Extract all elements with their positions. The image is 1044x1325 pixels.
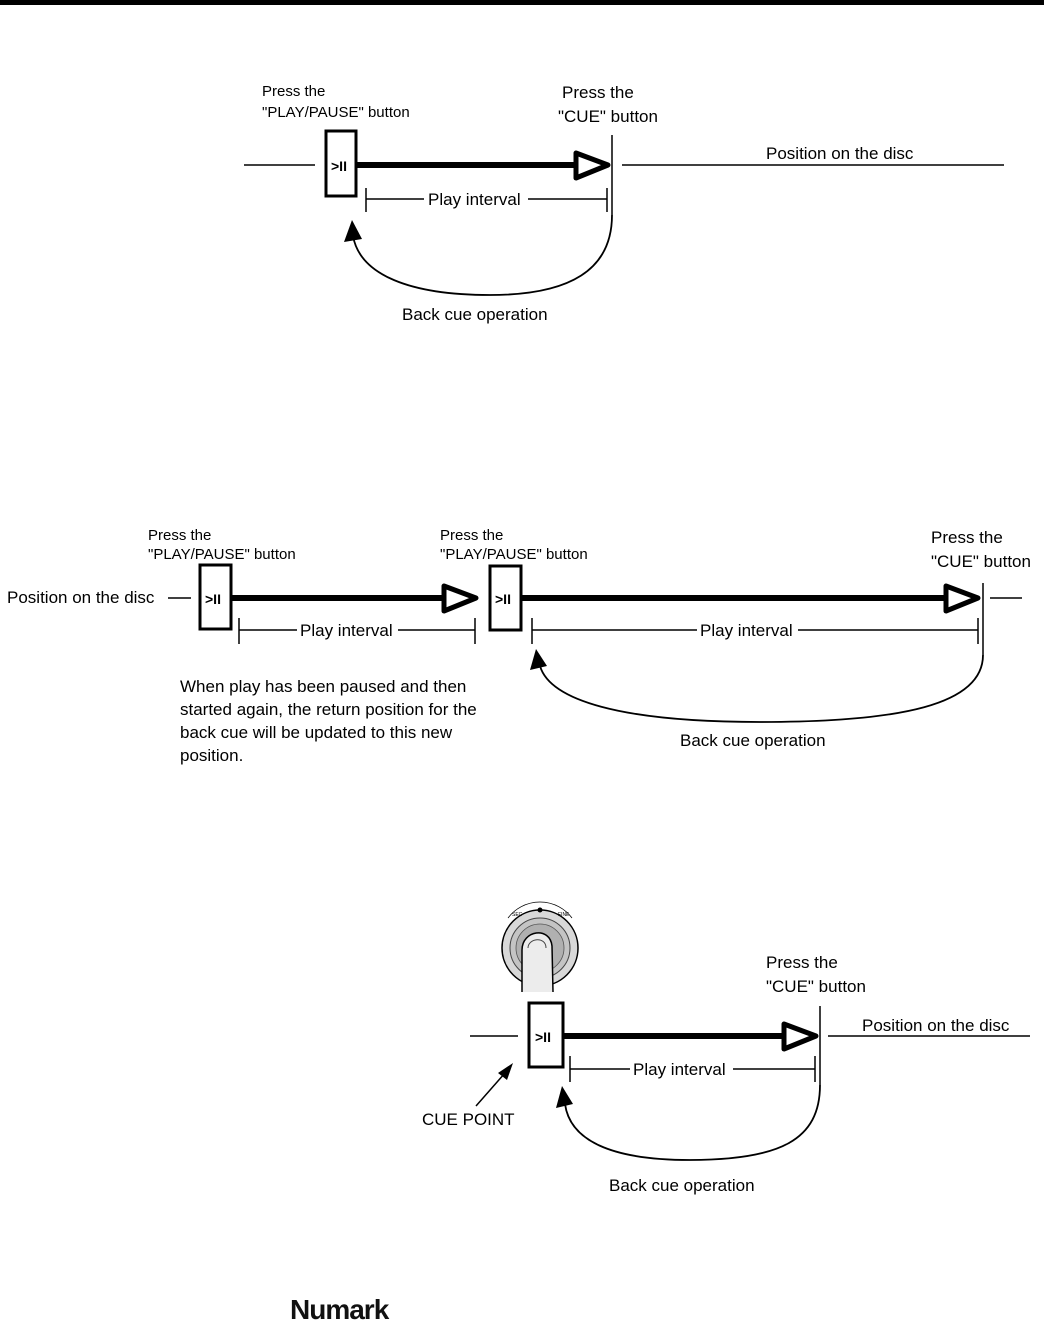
play1-label-line2: "PLAY/PAUSE" button — [148, 546, 296, 563]
play-pause-button-icon — [527, 1001, 565, 1069]
play2-label-line1: Press the — [440, 527, 503, 544]
back-cue-arrow-icon — [530, 649, 547, 670]
cue-label-line1: Press the — [766, 953, 838, 972]
cue-label-line1: Press the — [562, 83, 634, 102]
cue-point-arrow-icon — [498, 1063, 513, 1080]
back-cue-arc — [539, 654, 984, 723]
play-arrow-2-icon — [943, 583, 981, 614]
position-label: Position on the disc — [7, 588, 155, 607]
interval1-label: Play interval — [300, 621, 393, 640]
back-cue-label: Back cue operation — [680, 731, 826, 750]
note-line-2: started again, the return position for t… — [180, 700, 477, 719]
play-arrow-icon — [781, 1021, 819, 1052]
back-cue-arc — [352, 214, 613, 296]
diagram-1-back-cue: Press the "PLAY/PAUSE" button Press the … — [244, 83, 1004, 324]
diagram-2-updated-back-cue: Press the "PLAY/PAUSE" button Press the … — [7, 527, 1031, 765]
play-pause-symbol-1: >II — [205, 591, 221, 607]
interval-label: Play interval — [633, 1060, 726, 1079]
cue-label-line2: "CUE" button — [766, 977, 866, 996]
play-pause-symbol-2: >II — [495, 591, 511, 607]
back-cue-label: Back cue operation — [402, 305, 548, 324]
play-label-line2: "PLAY/PAUSE" button — [262, 104, 410, 121]
interval2-label: Play interval — [700, 621, 793, 640]
back-cue-arrow-icon — [344, 220, 362, 242]
cue-point-pointer — [475, 1072, 506, 1107]
knob-left-label: SEC — [512, 912, 523, 918]
cue-point-label: CUE POINT — [422, 1110, 515, 1129]
cue-label-line2: "CUE" button — [558, 107, 658, 126]
cue-label-line2: "CUE" button — [931, 552, 1031, 571]
play-pause-button-icon — [324, 129, 358, 198]
play-arrow-1-icon — [441, 583, 479, 614]
back-cue-arc — [564, 1084, 821, 1161]
back-cue-arrow-icon — [556, 1086, 573, 1108]
note-line-3: back cue will be updated to this new — [180, 723, 453, 742]
play-pause-symbol: >II — [331, 158, 347, 174]
play1-label-line1: Press the — [148, 527, 211, 544]
play-pause-button-2-icon — [488, 564, 523, 632]
cue-label-line1: Press the — [931, 528, 1003, 547]
back-cue-label: Back cue operation — [609, 1176, 755, 1195]
interval-label: Play interval — [428, 190, 521, 209]
note-line-4: position. — [180, 746, 243, 765]
numark-logo: Numark — [290, 1294, 389, 1325]
knob-right-label: FINE — [558, 912, 570, 918]
play-label-line1: Press the — [262, 83, 325, 100]
position-label: Position on the disc — [766, 144, 914, 163]
play-pause-symbol: >II — [535, 1029, 551, 1045]
position-label: Position on the disc — [862, 1016, 1010, 1035]
play-arrow-icon — [573, 150, 611, 181]
jog-knob-finger-icon: SEC FINE — [501, 901, 579, 993]
note-line-1: When play has been paused and then — [180, 677, 466, 696]
page-top-rule — [0, 0, 1044, 5]
play2-label-line2: "PLAY/PAUSE" button — [440, 546, 588, 563]
play-pause-button-1-icon — [198, 563, 233, 631]
diagram-3-cue-point: SEC FINE Press the "CUE" button Position… — [422, 901, 1030, 1195]
